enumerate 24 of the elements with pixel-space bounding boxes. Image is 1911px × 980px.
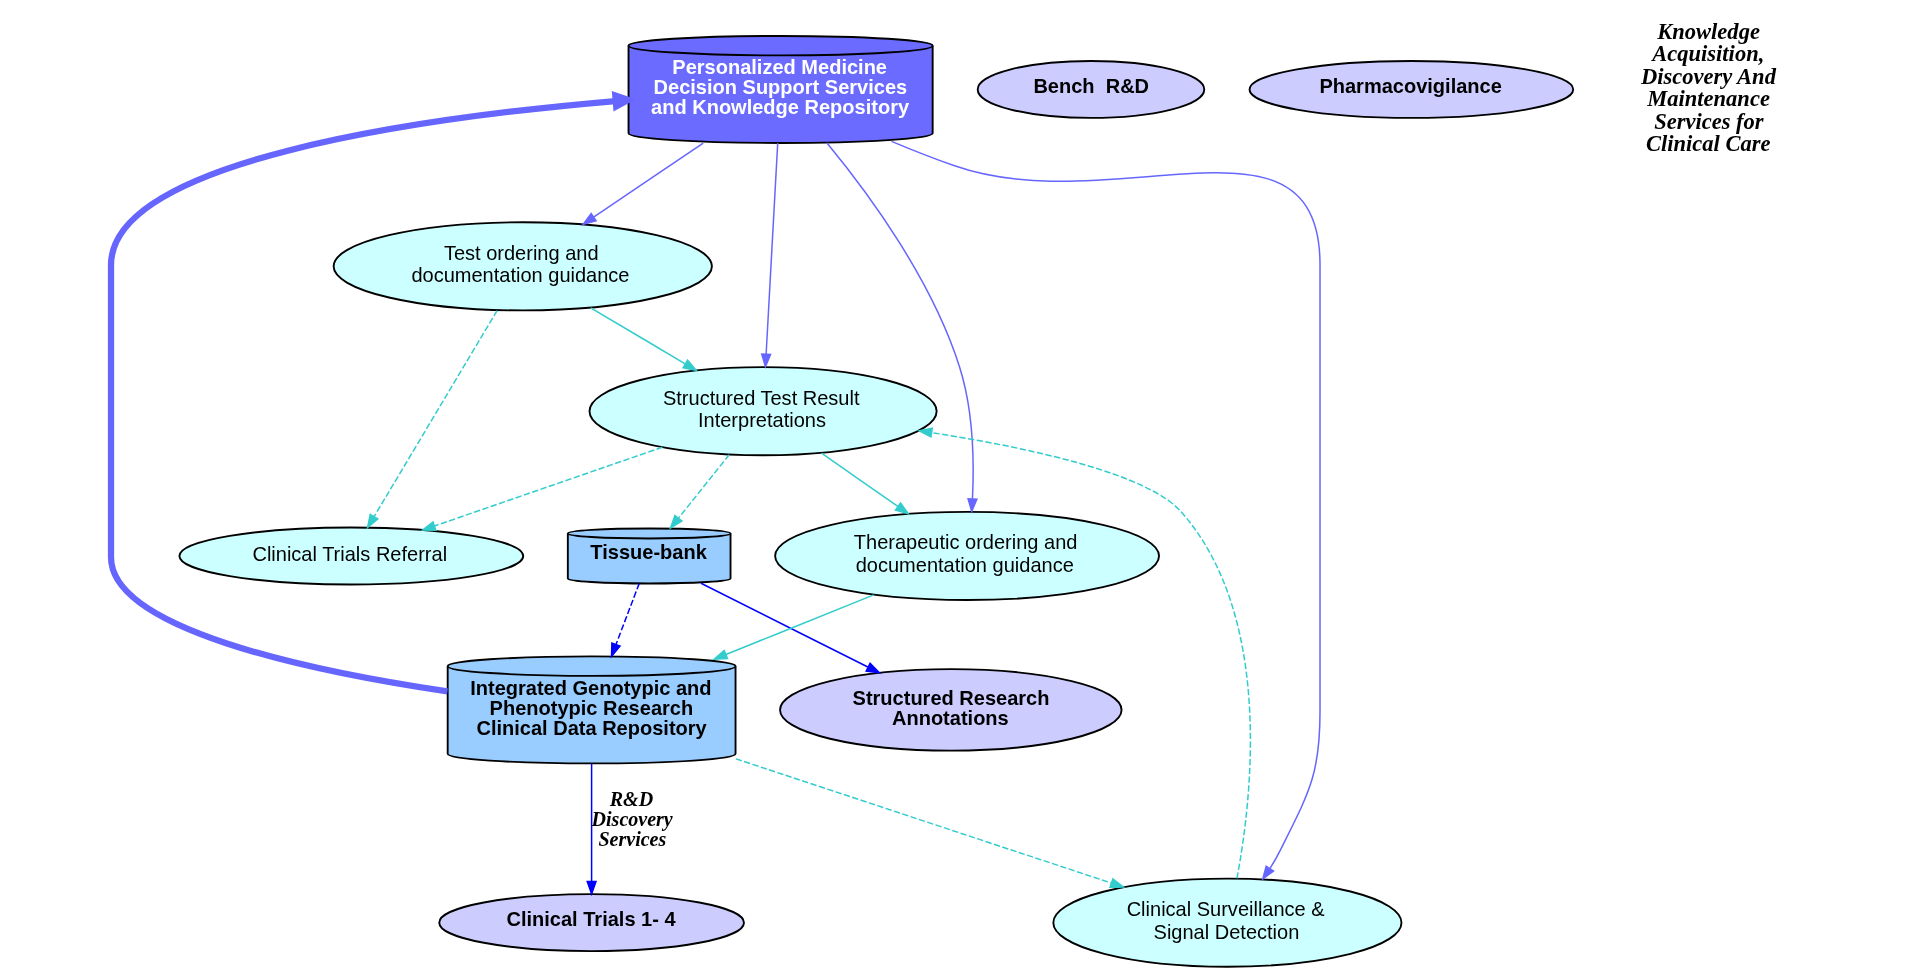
arrow xyxy=(890,140,1321,881)
arrow xyxy=(581,142,704,226)
label: Knowledge Acquisition, Discovery And Maintenance Services for Clinical Care xyxy=(1641,18,1776,157)
arrow xyxy=(669,454,730,530)
arrow xyxy=(586,762,598,897)
arrow xyxy=(820,452,911,515)
arrow xyxy=(735,758,1126,888)
arrow xyxy=(760,142,779,370)
node-ellipse: Pharmacovigilance xyxy=(1248,60,1575,119)
arrow xyxy=(420,446,664,531)
arrow xyxy=(610,582,640,659)
arrow xyxy=(700,582,882,674)
arrow xyxy=(589,307,699,372)
node-ellipse: Structured Test Result Interpretations xyxy=(588,366,938,457)
arrow xyxy=(826,142,978,514)
arrow xyxy=(712,594,875,661)
node-ellipse: Structured Research Annotations xyxy=(779,668,1123,752)
arrow xyxy=(366,309,498,530)
node-ellipse: Bench R&D xyxy=(976,60,1206,119)
node-ellipse: Clinical Trials 1- 4 xyxy=(438,893,745,953)
node-ellipse: Therapeutic ordering and documentation guidance xyxy=(774,511,1160,601)
node-ellipse: Clinical Trials Referral xyxy=(178,526,525,586)
arrow xyxy=(917,427,1252,880)
node-ellipse: Test ordering and documentation guidance xyxy=(332,221,713,312)
